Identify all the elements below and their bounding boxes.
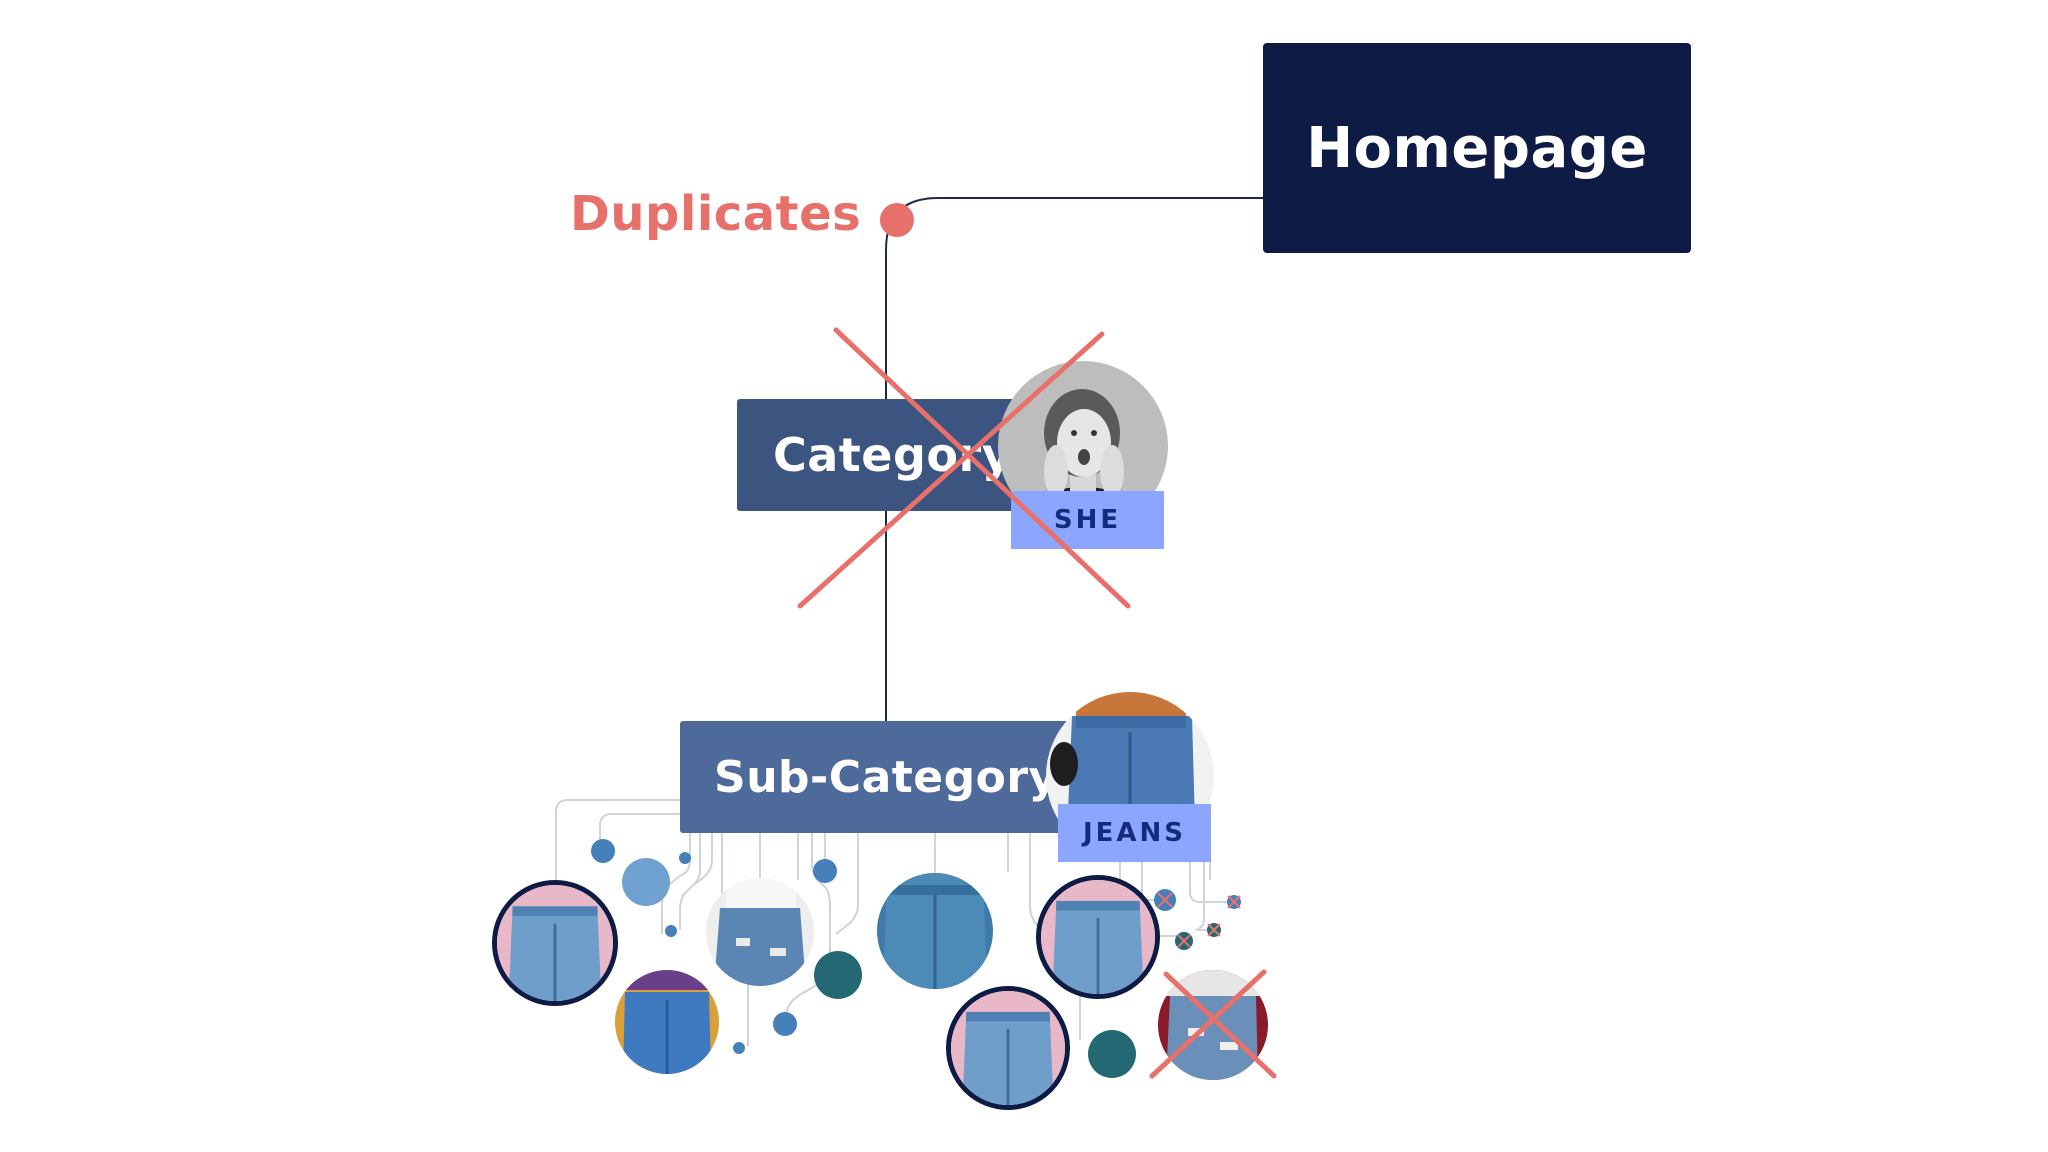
category-node: Category: [737, 399, 1027, 511]
homepage-label: Homepage: [1306, 115, 1648, 181]
jeans-photo: [946, 986, 1070, 1110]
duplicates-label: Duplicates: [570, 186, 862, 242]
jeans-photo-rejected: [1158, 970, 1268, 1080]
subcategory-label: Sub-Category: [714, 751, 1058, 803]
jeans-photo: [615, 970, 719, 1074]
homepage-node: Homepage: [1263, 43, 1691, 253]
jeans-tag: JEANS: [1058, 804, 1211, 862]
category-label: Category: [773, 428, 1013, 482]
subcategory-node: Sub-Category: [680, 721, 1080, 833]
jeans-photo: [877, 873, 993, 989]
jeans-photo: [1036, 875, 1160, 999]
jeans-photo: [492, 880, 618, 1006]
she-tag: SHE: [1011, 491, 1164, 549]
jeans-photo: [706, 878, 814, 986]
